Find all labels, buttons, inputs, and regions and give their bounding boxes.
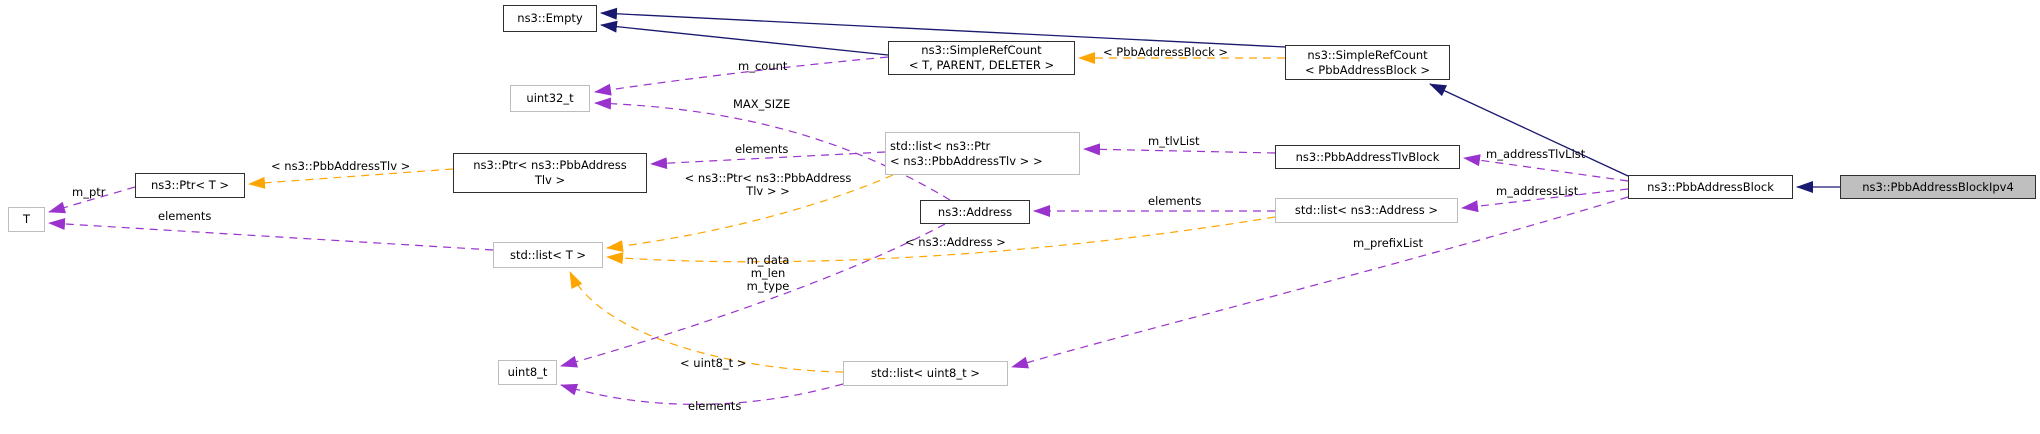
- node-pbbaddressblockipv4: ns3::PbbAddressBlockIpv4: [1840, 175, 2036, 199]
- edge-inherit-srcpbb-empty: [600, 7, 1286, 48]
- edge-elements-listptr-ptrtlv: [650, 151, 886, 170]
- edge-template-ptr-tlv: [606, 174, 894, 253]
- node-list-address: std::list< ns3::Address >: [1275, 198, 1458, 223]
- edge-m-data-len-type: [560, 223, 946, 368]
- node-pbbaddresstlvblock[interactable]: ns3::PbbAddressTlvBlock: [1275, 145, 1460, 169]
- node-ptr-t[interactable]: ns3::Ptr< T >: [135, 173, 245, 198]
- edge-m-tlvlist: [1083, 143, 1276, 156]
- node-simplerefcount-pbbaddressblock[interactable]: ns3::SimpleRefCount < PbbAddressBlock >: [1285, 45, 1450, 80]
- node-ns3-address[interactable]: ns3::Address: [920, 200, 1030, 224]
- node-list-t: std::list< T >: [493, 242, 603, 268]
- edge-template-uint8: [569, 271, 844, 373]
- node-uint8-t: uint8_t: [498, 360, 557, 385]
- edge-template-address: [606, 216, 1276, 265]
- node-ptr-pbbaddresstlv[interactable]: ns3::Ptr< ns3::PbbAddress Tlv >: [453, 153, 647, 193]
- node-simplerefcount-generic[interactable]: ns3::SimpleRefCount < T, PARENT, DELETER…: [888, 41, 1075, 75]
- edge-m-ptr: [48, 186, 136, 214]
- node-ns3-empty[interactable]: ns3::Empty: [503, 5, 597, 32]
- edge-m-prefixlist: [1011, 196, 1629, 369]
- edge-m-addresstlvlist: [1463, 154, 1629, 182]
- edge-max-size: [594, 97, 951, 201]
- node-list-uint8: std::list< uint8_t >: [843, 361, 1008, 386]
- edge-inherit-addressblock-srcpbb: [1429, 83, 1629, 177]
- node-pbbaddressblock[interactable]: ns3::PbbAddressBlock: [1628, 175, 1793, 199]
- edge-inherit-srcgeneric-empty: [600, 20, 889, 56]
- edge-m-count: [594, 56, 889, 96]
- node-t: T: [8, 207, 45, 232]
- edge-template-pbbaddresstlv: [248, 168, 454, 189]
- edge-elements-listt-t: [48, 217, 494, 251]
- edge-elements-listuint8-uint8: [560, 383, 844, 405]
- node-uint32-t: uint32_t: [510, 85, 590, 112]
- node-list-ptr-pbbaddresstlv: std::list< ns3::Ptr < ns3::PbbAddressTlv…: [885, 132, 1080, 175]
- edge-m-addresslist: [1461, 188, 1629, 213]
